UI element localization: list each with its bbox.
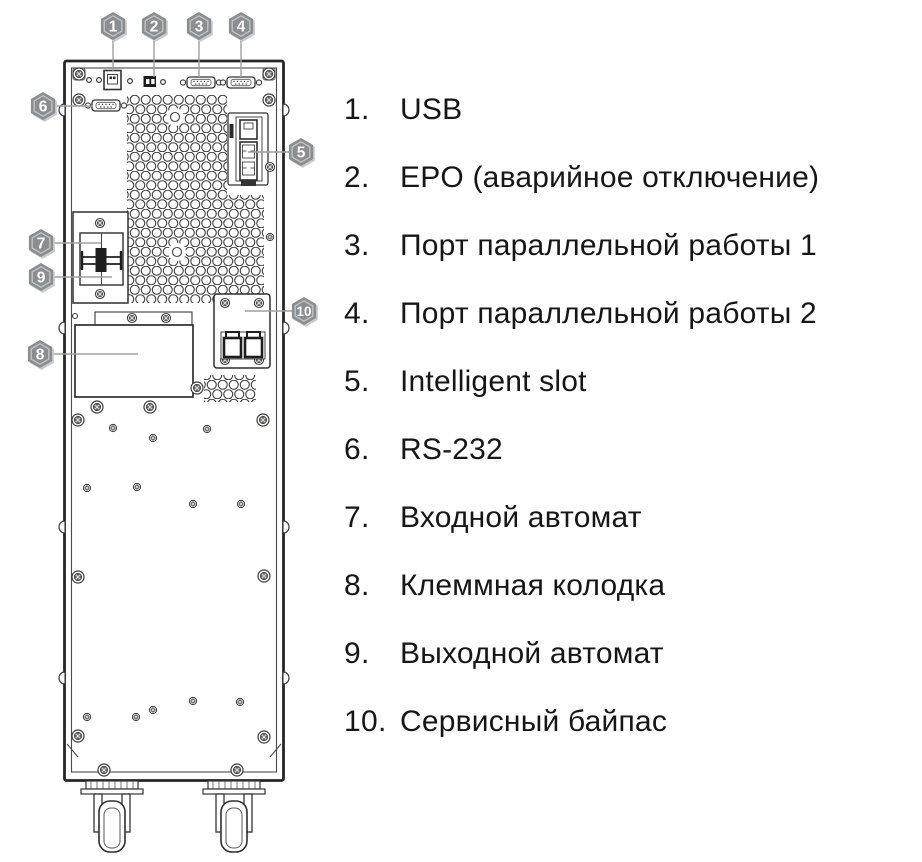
legend-item-label: RS-232 bbox=[400, 433, 503, 466]
callout-number: 8 bbox=[36, 347, 45, 364]
callout-number: 6 bbox=[39, 99, 48, 116]
callout-badge-7: 7 bbox=[28, 228, 56, 260]
callout-badge-5: 5 bbox=[288, 137, 316, 169]
callout-badge-10: 10 bbox=[291, 296, 319, 328]
panel-hole-dots bbox=[85, 76, 167, 85]
callout-badge-9: 9 bbox=[28, 262, 56, 294]
callout-number: 9 bbox=[37, 270, 46, 287]
legend-item-2: 2. EPO (аварийное отключение) bbox=[344, 144, 918, 212]
legend-item-9: 9. Выходной автомат bbox=[344, 620, 918, 688]
legend-item-number: 7. bbox=[344, 501, 370, 534]
legend-item-8: 8. Клеммная колодка bbox=[344, 552, 918, 620]
legend-item-label: EPO (аварийное отключение) bbox=[400, 161, 820, 194]
epo-switch bbox=[143, 76, 156, 87]
legend-list: 1. USB 2. EPO (аварийное отключение) 3. … bbox=[344, 76, 918, 756]
parallel-port-1 bbox=[179, 76, 223, 89]
intelligent-slot bbox=[227, 112, 269, 186]
caster-right bbox=[202, 780, 266, 853]
legend-item-number: 4. bbox=[344, 297, 370, 330]
legend-item-label: Порт параллельной работы 1 bbox=[400, 229, 817, 262]
legend-item-label: Клеммная колодка bbox=[400, 569, 666, 602]
callout-badge-2: 2 bbox=[141, 11, 169, 43]
legend-item-number: 5. bbox=[344, 365, 370, 398]
callout-badge-6: 6 bbox=[30, 91, 58, 123]
vent-grid bbox=[127, 95, 264, 402]
legend-item-label: Intelligent slot bbox=[400, 365, 587, 398]
legend-item-label: Порт параллельной работы 2 bbox=[400, 297, 817, 330]
legend-item-number: 6. bbox=[344, 433, 370, 466]
legend-item-6: 6. RS-232 bbox=[344, 416, 918, 484]
callout-number: 3 bbox=[195, 19, 204, 36]
legend-item-number: 10. bbox=[344, 705, 387, 738]
caster-left bbox=[80, 780, 144, 853]
legend-item-label: Входной автомат bbox=[400, 501, 642, 534]
input-output-breaker bbox=[72, 211, 129, 304]
terminal-block-cover bbox=[71, 311, 204, 414]
parallel-port-2 bbox=[219, 76, 263, 89]
legend-item-number: 9. bbox=[344, 637, 370, 670]
callout-number: 4 bbox=[237, 19, 246, 36]
callout-badge-8: 8 bbox=[27, 339, 55, 371]
ups-rear-panel-svg: 1 2 3 4 5 6 7 8 9 10 bbox=[27, 11, 319, 853]
callout-badge-1: 1 bbox=[100, 11, 128, 43]
legend-item-5: 5. Intelligent slot bbox=[344, 348, 918, 416]
legend-item-1: 1. USB bbox=[344, 76, 918, 144]
ups-rear-panel-diagram: 1 2 3 4 5 6 7 8 9 10 bbox=[0, 0, 340, 857]
legend-item-3: 3. Порт параллельной работы 1 bbox=[344, 212, 918, 280]
legend-item-number: 8. bbox=[344, 569, 370, 602]
callout-number: 7 bbox=[37, 236, 46, 253]
callout-number: 5 bbox=[297, 145, 306, 162]
legend-item-number: 1. bbox=[344, 93, 370, 126]
callout-badge-3: 3 bbox=[186, 11, 214, 43]
callout-badge-4: 4 bbox=[228, 11, 256, 43]
leader-lines bbox=[52, 40, 292, 355]
legend-item-4: 4. Порт параллельной работы 2 bbox=[344, 280, 918, 348]
callout-number: 1 bbox=[109, 19, 118, 36]
legend-item-10: 10. Сервисный байпас bbox=[344, 688, 918, 756]
legend-item-7: 7. Входной автомат bbox=[344, 484, 918, 552]
callout-number: 2 bbox=[150, 19, 159, 36]
legend-item-number: 3. bbox=[344, 229, 370, 262]
legend-item-label: USB bbox=[400, 93, 463, 126]
usb-port bbox=[103, 69, 122, 91]
legend-item-label: Выходной автомат bbox=[400, 637, 664, 670]
legend-item-label: Сервисный байпас bbox=[400, 705, 668, 738]
callout-number: 10 bbox=[296, 304, 311, 319]
maintenance-bypass bbox=[213, 293, 271, 369]
side-bumps bbox=[58, 103, 290, 685]
legend-item-number: 2. bbox=[344, 161, 370, 194]
